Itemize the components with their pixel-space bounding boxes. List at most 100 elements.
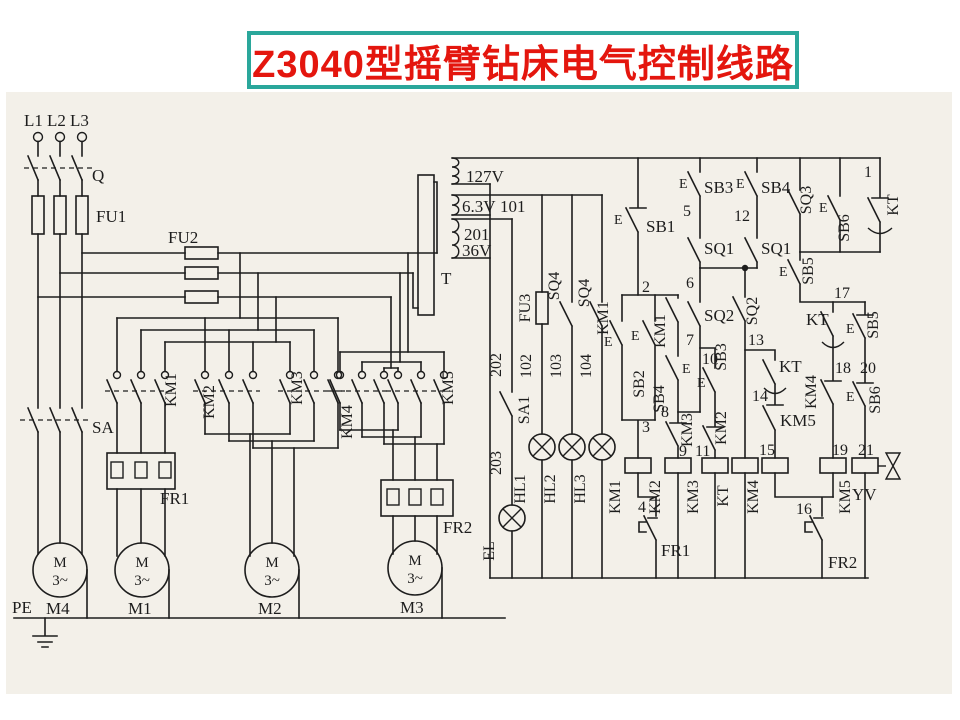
label-sq2-a: SQ2 — [704, 306, 734, 325]
label-sb6-nc: SB6 — [867, 386, 884, 414]
label-sq4-a: SQ4 — [546, 272, 563, 300]
label-sb3-top: SB3 — [704, 178, 733, 197]
contactor-main-contacts: KM1 KM2 KM3 KM4 — [105, 370, 457, 557]
label-wire-17: 17 — [834, 285, 850, 302]
label-km3-coil: KM3 — [685, 480, 702, 514]
label-m4: M4 — [46, 599, 70, 618]
motors: M 3~ M4 M 3~ M1 M 3~ M2 M — [32, 540, 443, 619]
km5-main-contact: KM5 — [386, 370, 457, 405]
sb1-actuator-e: E — [614, 213, 623, 228]
paper-background — [6, 92, 952, 694]
km2-main-contact: KM2 — [193, 370, 260, 419]
label-wire-16: 16 — [796, 501, 812, 518]
hl1-branch: FU3 102 HL1 — [512, 194, 556, 579]
label-127v: 127V — [466, 167, 505, 186]
label-sq1-a: SQ1 — [704, 239, 734, 258]
label-6-3v: 6.3V — [462, 197, 496, 216]
motor-m1: M 3~ M1 — [114, 542, 170, 619]
label-wire-8: 8 — [661, 404, 669, 421]
label-wire-202: 202 — [488, 353, 505, 377]
label-km5-main: KM5 — [440, 371, 457, 405]
kt-km4-branch: SQ2 13 KT KT 14 KM5 15 KM4 16 FR2 — [715, 267, 857, 579]
label-36v: 36V — [462, 241, 492, 260]
label-sb6-top: SB6 — [836, 214, 853, 242]
label-wire-2: 2 — [642, 279, 650, 296]
sb6-nc-e: E — [846, 390, 855, 405]
label-wire-21: 21 — [858, 442, 874, 459]
label-km1-aux: KM1 — [652, 314, 669, 348]
label-hl2: HL2 — [542, 474, 559, 503]
label-wire-1: 1 — [864, 164, 872, 181]
motor-m2: M 3~ M2 — [244, 542, 300, 619]
clamp-unclamp-block: SQ3 E SB6 1 KT E SB5 17 KT 18 KM4 19 KM5 — [779, 157, 902, 579]
label-wire-104: 104 — [578, 354, 595, 378]
label-wire-15: 15 — [759, 442, 775, 459]
label-sb4-top: SB4 — [761, 178, 791, 197]
motor-m4: M 3~ M4 — [32, 542, 88, 619]
motor-m2-letter: M — [265, 555, 278, 571]
sb3-actuator-e: E — [679, 177, 688, 192]
motor-m3-phase: 3~ — [407, 571, 423, 587]
km1-control-branch: E SB1 2 E KM1 E SB2 3 KM1 4 FR1 — [595, 157, 690, 579]
title-box: Z3040型摇臂钻床电气控制线路 — [247, 31, 799, 89]
label-sb5-top: SB5 — [800, 257, 817, 285]
sb5-top-e: E — [779, 265, 788, 280]
label-km2-main: KM2 — [201, 385, 218, 419]
sb2-actuator-e: E — [631, 329, 640, 344]
label-fu3: FU3 — [517, 294, 534, 322]
label-wire-9: 9 — [679, 443, 687, 460]
motor-m3: M 3~ M3 — [387, 540, 443, 619]
label-wire-101: 101 — [500, 197, 526, 216]
label-sq2-b: SQ2 — [744, 297, 761, 325]
label-fr1-power: FR1 — [160, 489, 189, 508]
label-fu1: FU1 — [96, 207, 126, 226]
label-pe: PE — [12, 598, 32, 617]
label-wire-20: 20 — [860, 360, 876, 377]
label-fr2-power: FR2 — [443, 518, 472, 537]
label-wire-5: 5 — [683, 203, 691, 220]
label-sb2: SB2 — [631, 370, 648, 398]
hl2-branch: SQ4 103 HL2 — [542, 194, 586, 579]
fu2-distribution: FU2 — [37, 181, 445, 372]
label-km1-coil: KM1 — [607, 480, 624, 514]
incoming-supply: L1 L2 L3 Q FU1 — [24, 111, 126, 409]
label-wire-6: 6 — [686, 275, 694, 292]
km1-hold-e: E — [604, 335, 613, 350]
label-q: Q — [92, 166, 104, 185]
label-wire-4: 4 — [638, 499, 646, 516]
page-title: Z3040型摇臂钻床电气控制线路 — [252, 43, 794, 86]
label-wire-13: 13 — [748, 332, 764, 349]
solenoid-valve-symbol — [878, 452, 902, 480]
label-km3-interlock: KM3 — [679, 413, 696, 447]
fr1-heater: FR1 — [106, 452, 189, 557]
label-l3: L3 — [70, 111, 89, 130]
sb4-aux-e: E — [682, 362, 691, 377]
label-wire-11: 11 — [695, 443, 710, 460]
sa-switch: SA — [20, 406, 114, 555]
label-km5-coil: KM5 — [837, 480, 854, 514]
label-m2: M2 — [258, 599, 282, 618]
label-km2-interlock: KM2 — [713, 411, 730, 445]
fr2-heater: FR2 — [380, 479, 472, 555]
label-hl1: HL1 — [512, 474, 529, 503]
label-hl3: HL3 — [572, 474, 589, 503]
label-m1: M1 — [128, 599, 152, 618]
label-wire-203: 203 — [488, 451, 505, 475]
motor-m1-phase: 3~ — [134, 573, 150, 589]
label-wire-201: 201 — [464, 225, 490, 244]
lighting-branch: 202 SA1 203 EL — [481, 218, 533, 579]
km1-main-contact: KM1 — [105, 370, 180, 454]
label-km1-hold: KM1 — [595, 301, 612, 335]
label-fr1-contact: FR1 — [661, 541, 690, 560]
label-kt-nc: KT — [885, 194, 902, 216]
label-km4-main: KM4 — [339, 405, 356, 439]
label-fu2: FU2 — [168, 228, 198, 247]
label-wire-18: 18 — [835, 360, 851, 377]
arm-updown-branches: E SB3 5 SQ1 E SB4 12 SQ1 6 SQ2 7 KM1 SB4… — [647, 157, 791, 579]
label-km2-coil: KM2 — [647, 480, 664, 514]
label-sb3-aux: SB3 — [713, 343, 730, 371]
label-kt-coil: KT — [715, 485, 732, 507]
label-km4-coil: KM4 — [745, 480, 762, 514]
